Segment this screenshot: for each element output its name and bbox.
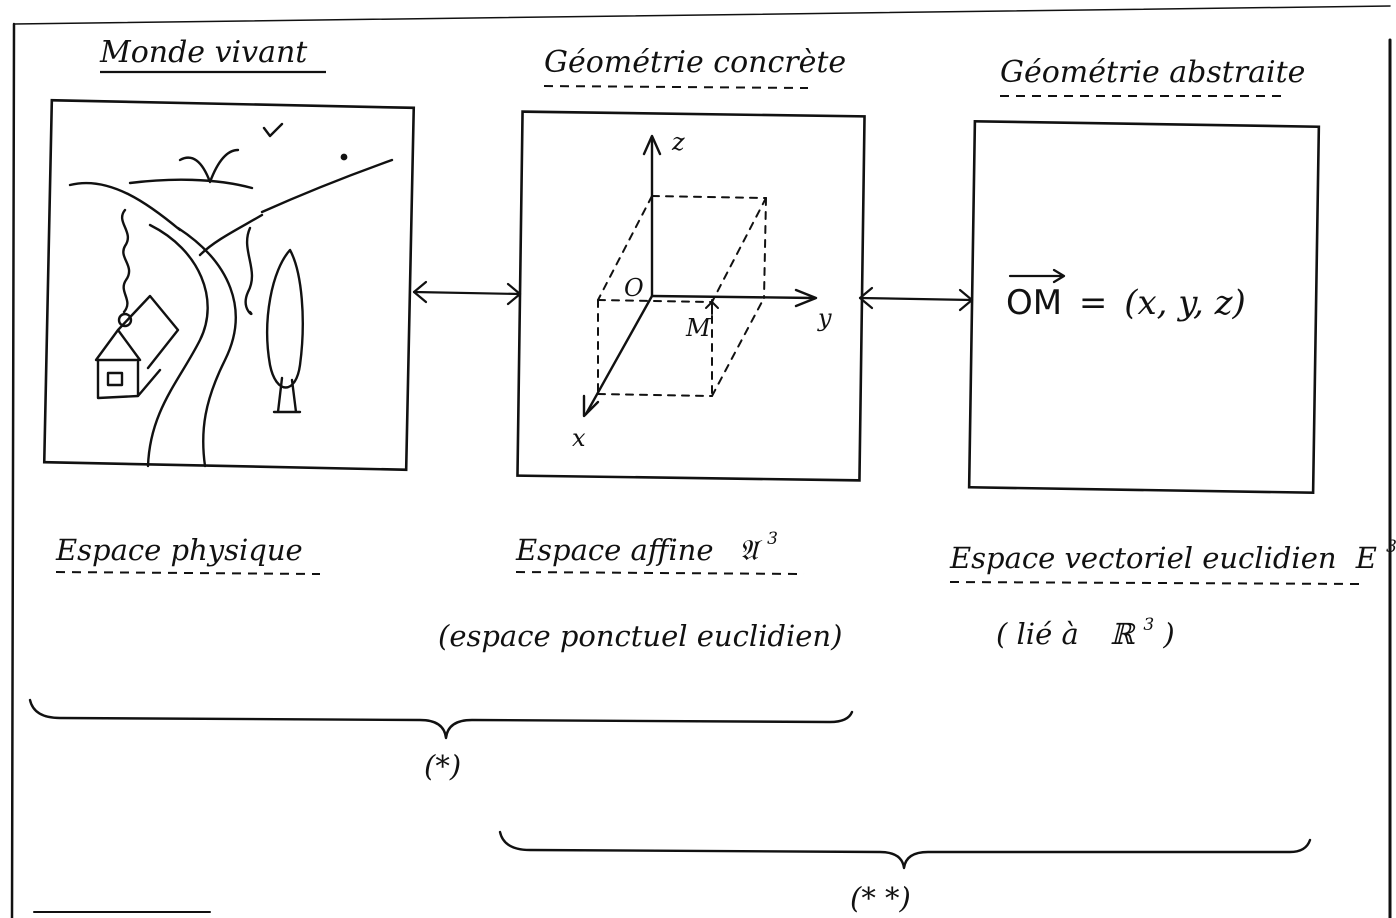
hill-middle bbox=[128, 178, 254, 190]
y-axis-arrowhead bbox=[794, 288, 818, 308]
caption-espace-affine-exp: 3 bbox=[767, 529, 778, 549]
brace-left-label: (*) bbox=[424, 749, 461, 783]
bird-icon-2 bbox=[262, 122, 284, 138]
house-icon bbox=[94, 294, 180, 400]
landscape-sketch bbox=[68, 122, 394, 468]
bush-icon bbox=[244, 226, 254, 316]
bird-icon-3 bbox=[340, 153, 348, 161]
smoke-icon bbox=[120, 208, 131, 314]
z-axis-arrowhead bbox=[642, 134, 662, 156]
hill-right bbox=[260, 158, 394, 214]
house-window bbox=[106, 371, 124, 387]
vector-arrow-icon bbox=[1008, 268, 1066, 284]
hill-left bbox=[68, 181, 182, 232]
brace-left bbox=[28, 698, 854, 740]
axis-label-y: y bbox=[817, 304, 832, 332]
axis-label-x: x bbox=[572, 424, 586, 452]
caption-lie-a-suffix: ) bbox=[1162, 617, 1174, 651]
caption-lie-a-symbol: ℝ bbox=[1110, 617, 1136, 651]
y-axis bbox=[650, 294, 816, 300]
page-border-top bbox=[13, 5, 1391, 25]
title-geometrie-concrete-underline bbox=[543, 85, 809, 89]
caption-espace-vectoriel-symbol: E bbox=[1355, 541, 1377, 575]
arrow-physical-to-affine bbox=[412, 280, 522, 306]
caption-lie-a-prefix: ( lié à bbox=[996, 617, 1079, 651]
x-axis-arrowhead bbox=[582, 394, 600, 418]
title-geometrie-concrete: Géométrie concrète bbox=[544, 45, 846, 80]
caption-espace-vectoriel: Espace vectoriel euclidien E 3 bbox=[949, 537, 1396, 575]
page-border-left bbox=[10, 22, 16, 918]
bird-icon-1 bbox=[178, 148, 240, 184]
origin-label: O bbox=[624, 274, 644, 302]
box-physical-world bbox=[42, 98, 416, 472]
caption-espace-vectoriel-underline bbox=[949, 581, 1363, 585]
caption-espace-ponctuel: (espace ponctuel euclidien) bbox=[438, 619, 842, 653]
caption-espace-affine-underline bbox=[515, 571, 805, 575]
vector-om: OM bbox=[1006, 283, 1062, 323]
caption-espace-vectoriel-exp: 3 bbox=[1386, 537, 1396, 557]
box-vector-space bbox=[967, 120, 1321, 494]
house-chimney bbox=[117, 312, 133, 328]
vector-tuple: (x, y, z) bbox=[1124, 283, 1246, 323]
caption-espace-affine-symbol: 𝔄 bbox=[739, 533, 763, 567]
path-line bbox=[198, 213, 264, 257]
caption-espace-affine: Espace affine 𝔄 3 bbox=[515, 529, 778, 567]
brace-right bbox=[498, 830, 1312, 870]
axes-sketch bbox=[582, 134, 818, 418]
caption-espace-physique-underline bbox=[55, 571, 321, 575]
caption-espace-affine-text: Espace affine bbox=[515, 533, 713, 567]
river-bank-right bbox=[176, 226, 237, 468]
title-monde-vivant: Monde vivant bbox=[99, 35, 308, 70]
parallelepiped-dashed bbox=[597, 195, 767, 397]
x-axis bbox=[584, 294, 654, 416]
vector-equals: = bbox=[1079, 283, 1108, 323]
caption-espace-vectoriel-text: Espace vectoriel euclidien bbox=[949, 541, 1337, 575]
axis-label-z: z bbox=[671, 128, 685, 156]
point-label-m: M bbox=[685, 314, 712, 342]
tree-icon bbox=[266, 248, 304, 414]
caption-lie-a-exp: 3 bbox=[1143, 615, 1154, 635]
caption-espace-physique: Espace physique bbox=[55, 533, 303, 567]
vector-formula: OM = (x, y, z) bbox=[1006, 283, 1246, 323]
arrow-affine-to-vector bbox=[858, 286, 974, 312]
brace-right-label: (* *) bbox=[850, 881, 911, 915]
point-m-marker bbox=[705, 299, 719, 315]
river-bank-left bbox=[146, 223, 209, 468]
caption-lie-a-r3: ( lié à ℝ 3 ) bbox=[996, 603, 1175, 651]
title-geometrie-abstraite: Géométrie abstraite bbox=[1000, 55, 1305, 90]
